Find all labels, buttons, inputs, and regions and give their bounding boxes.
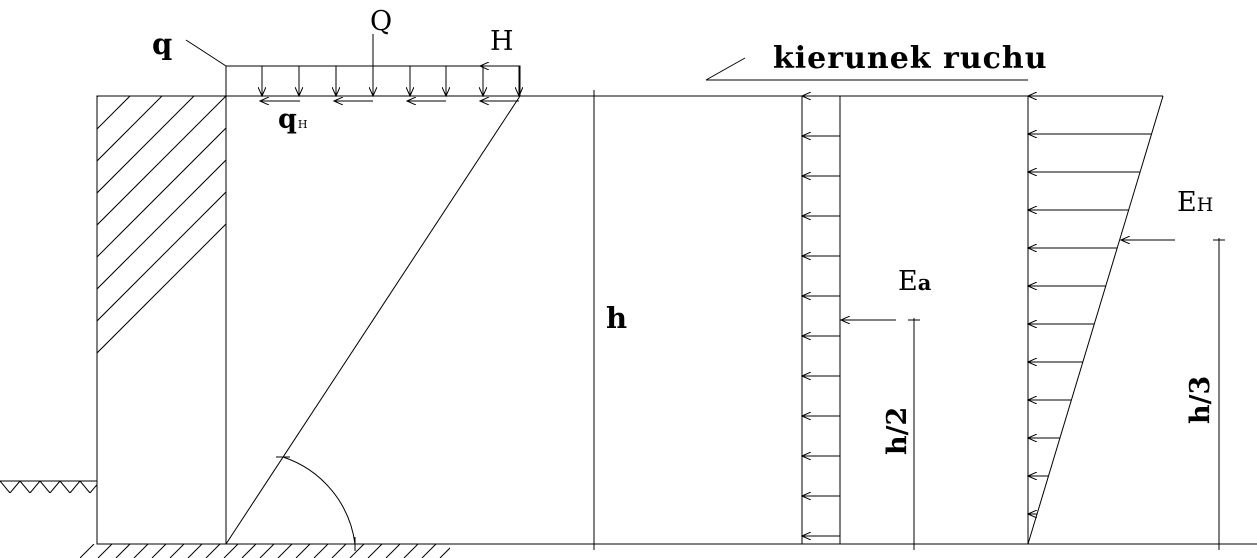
wall-hatch-line	[97, 96, 163, 162]
label-Ea-main: E	[898, 266, 918, 297]
ground-hatch-line	[187, 544, 203, 558]
ground-hatch-line	[241, 544, 257, 558]
label-Ea: Ea	[898, 266, 932, 297]
ground-hatch-line	[49, 481, 61, 493]
ground-hatch-line	[9, 481, 21, 493]
wall-hatch-line	[97, 159, 226, 290]
ground-hatch-line	[133, 544, 149, 558]
label-direction: kierunek ruchu	[773, 41, 1048, 76]
half-height-dimension	[908, 318, 920, 550]
height-dimension	[588, 90, 600, 550]
ground-hatch-line	[169, 544, 185, 558]
label-h: h	[606, 301, 627, 335]
ground-hatch-line	[205, 544, 221, 558]
ground-left	[0, 480, 120, 493]
uniform-pressure-diagram	[802, 96, 896, 544]
ground-hatch-line	[458, 544, 472, 558]
label-qH: qH	[278, 104, 307, 135]
wall-hatch-line	[0, 96, 2, 556]
ground-hatch-line	[385, 544, 401, 558]
ground-hatch-line	[100, 481, 110, 493]
ground-hatch-line	[259, 544, 275, 558]
ground-hatch-line	[69, 481, 81, 493]
ground-hatch-line	[89, 483, 97, 493]
ground-hatch-line	[439, 547, 450, 558]
ground-hatch-line	[110, 481, 120, 493]
ground-hatch-line	[367, 544, 383, 558]
ground-hatch-line	[0, 481, 11, 493]
wall-hatch-line	[0, 96, 66, 556]
ground-hatch-line	[115, 544, 131, 558]
label-h-over-3: h/3	[1185, 376, 1216, 424]
ground-hatch-line	[295, 544, 311, 558]
surcharge-load-q	[185, 39, 520, 96]
wall-hatch-line	[97, 127, 226, 258]
ground-hatch-line	[151, 544, 167, 558]
triangular-pressure-diagram	[1028, 96, 1175, 545]
ground-hatch-line	[97, 544, 113, 558]
label-EH: EH	[1177, 187, 1213, 218]
wall-hatch-line	[97, 191, 226, 322]
ground-bottom	[80, 543, 1257, 558]
retaining-wall	[0, 95, 227, 556]
ground-hatch-line	[349, 544, 365, 558]
label-qH-sub: H	[298, 118, 308, 131]
ground-hatch-line	[277, 544, 293, 558]
direction-indicator	[705, 57, 1028, 81]
label-EH-sub: H	[1197, 194, 1214, 216]
sliding-wedge-line	[225, 95, 521, 545]
ground-hatch-line	[79, 481, 91, 493]
ground-hatch-line	[19, 481, 31, 493]
ground-hatch-line	[80, 544, 95, 558]
label-Q: Q	[370, 6, 392, 37]
label-EH-main: E	[1177, 187, 1197, 218]
ground-hatch-line	[39, 481, 51, 493]
label-qH-main: q	[278, 104, 297, 135]
third-height-dimension	[1213, 238, 1225, 550]
ground-hatch-line	[403, 544, 419, 558]
label-Ea-sub: a	[918, 270, 932, 295]
label-h-over-2: h/2	[882, 407, 913, 455]
label-q: q	[152, 27, 172, 61]
ground-hatch-line	[29, 481, 41, 493]
wall-hatch-line	[97, 96, 226, 226]
wall-hatch-line	[97, 96, 195, 194]
ground-hatch-line	[331, 544, 347, 558]
slip-angle-arc	[282, 456, 356, 545]
ground-hatch-line	[421, 544, 437, 558]
ground-hatch-line	[59, 481, 71, 493]
ground-hatch-line	[313, 544, 329, 558]
wall-hatch-line	[97, 223, 226, 354]
label-H: H	[490, 26, 514, 57]
ground-hatch-line	[223, 544, 239, 558]
